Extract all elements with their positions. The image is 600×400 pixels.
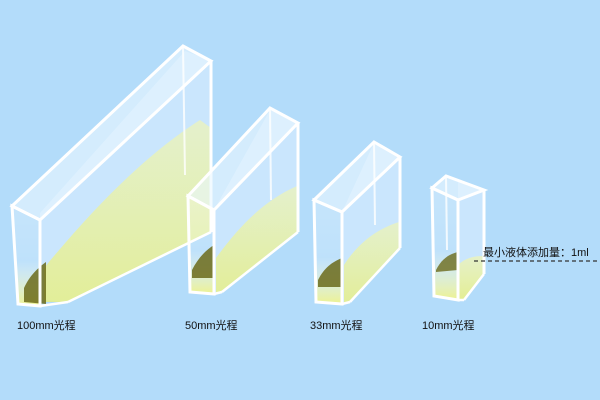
path-length-label-100mm: 100mm光程 (17, 320, 76, 332)
cuvette-33mm (311, 140, 403, 306)
cuvette-50mm-liquid (216, 186, 297, 292)
path-length-label-33mm: 33mm光程 (310, 320, 363, 332)
cuvette-50mm-shadow (192, 245, 214, 278)
cuvette-50mm-front-face (186, 193, 216, 296)
cuvette-100mm (9, 44, 214, 308)
path-length-label-50mm: 50mm光程 (185, 320, 238, 332)
path-length-label-10mm: 10mm光程 (422, 320, 475, 332)
cuvette-10mm-shadow (436, 252, 458, 272)
cuvette-10mm-liquid (458, 256, 483, 300)
cuvette-50mm (185, 106, 301, 296)
cuvette-100mm-liquid (44, 120, 211, 302)
cuvette-33mm-front-face (312, 197, 344, 306)
cuvette-10mm (429, 174, 489, 302)
cuvette-33mm-liquid (344, 222, 399, 302)
min-volume-annotation: 最小液体添加量：1ml (483, 247, 589, 259)
cuvette-33mm-shadow (318, 258, 342, 287)
cuvette-10mm-front-face (430, 185, 460, 302)
